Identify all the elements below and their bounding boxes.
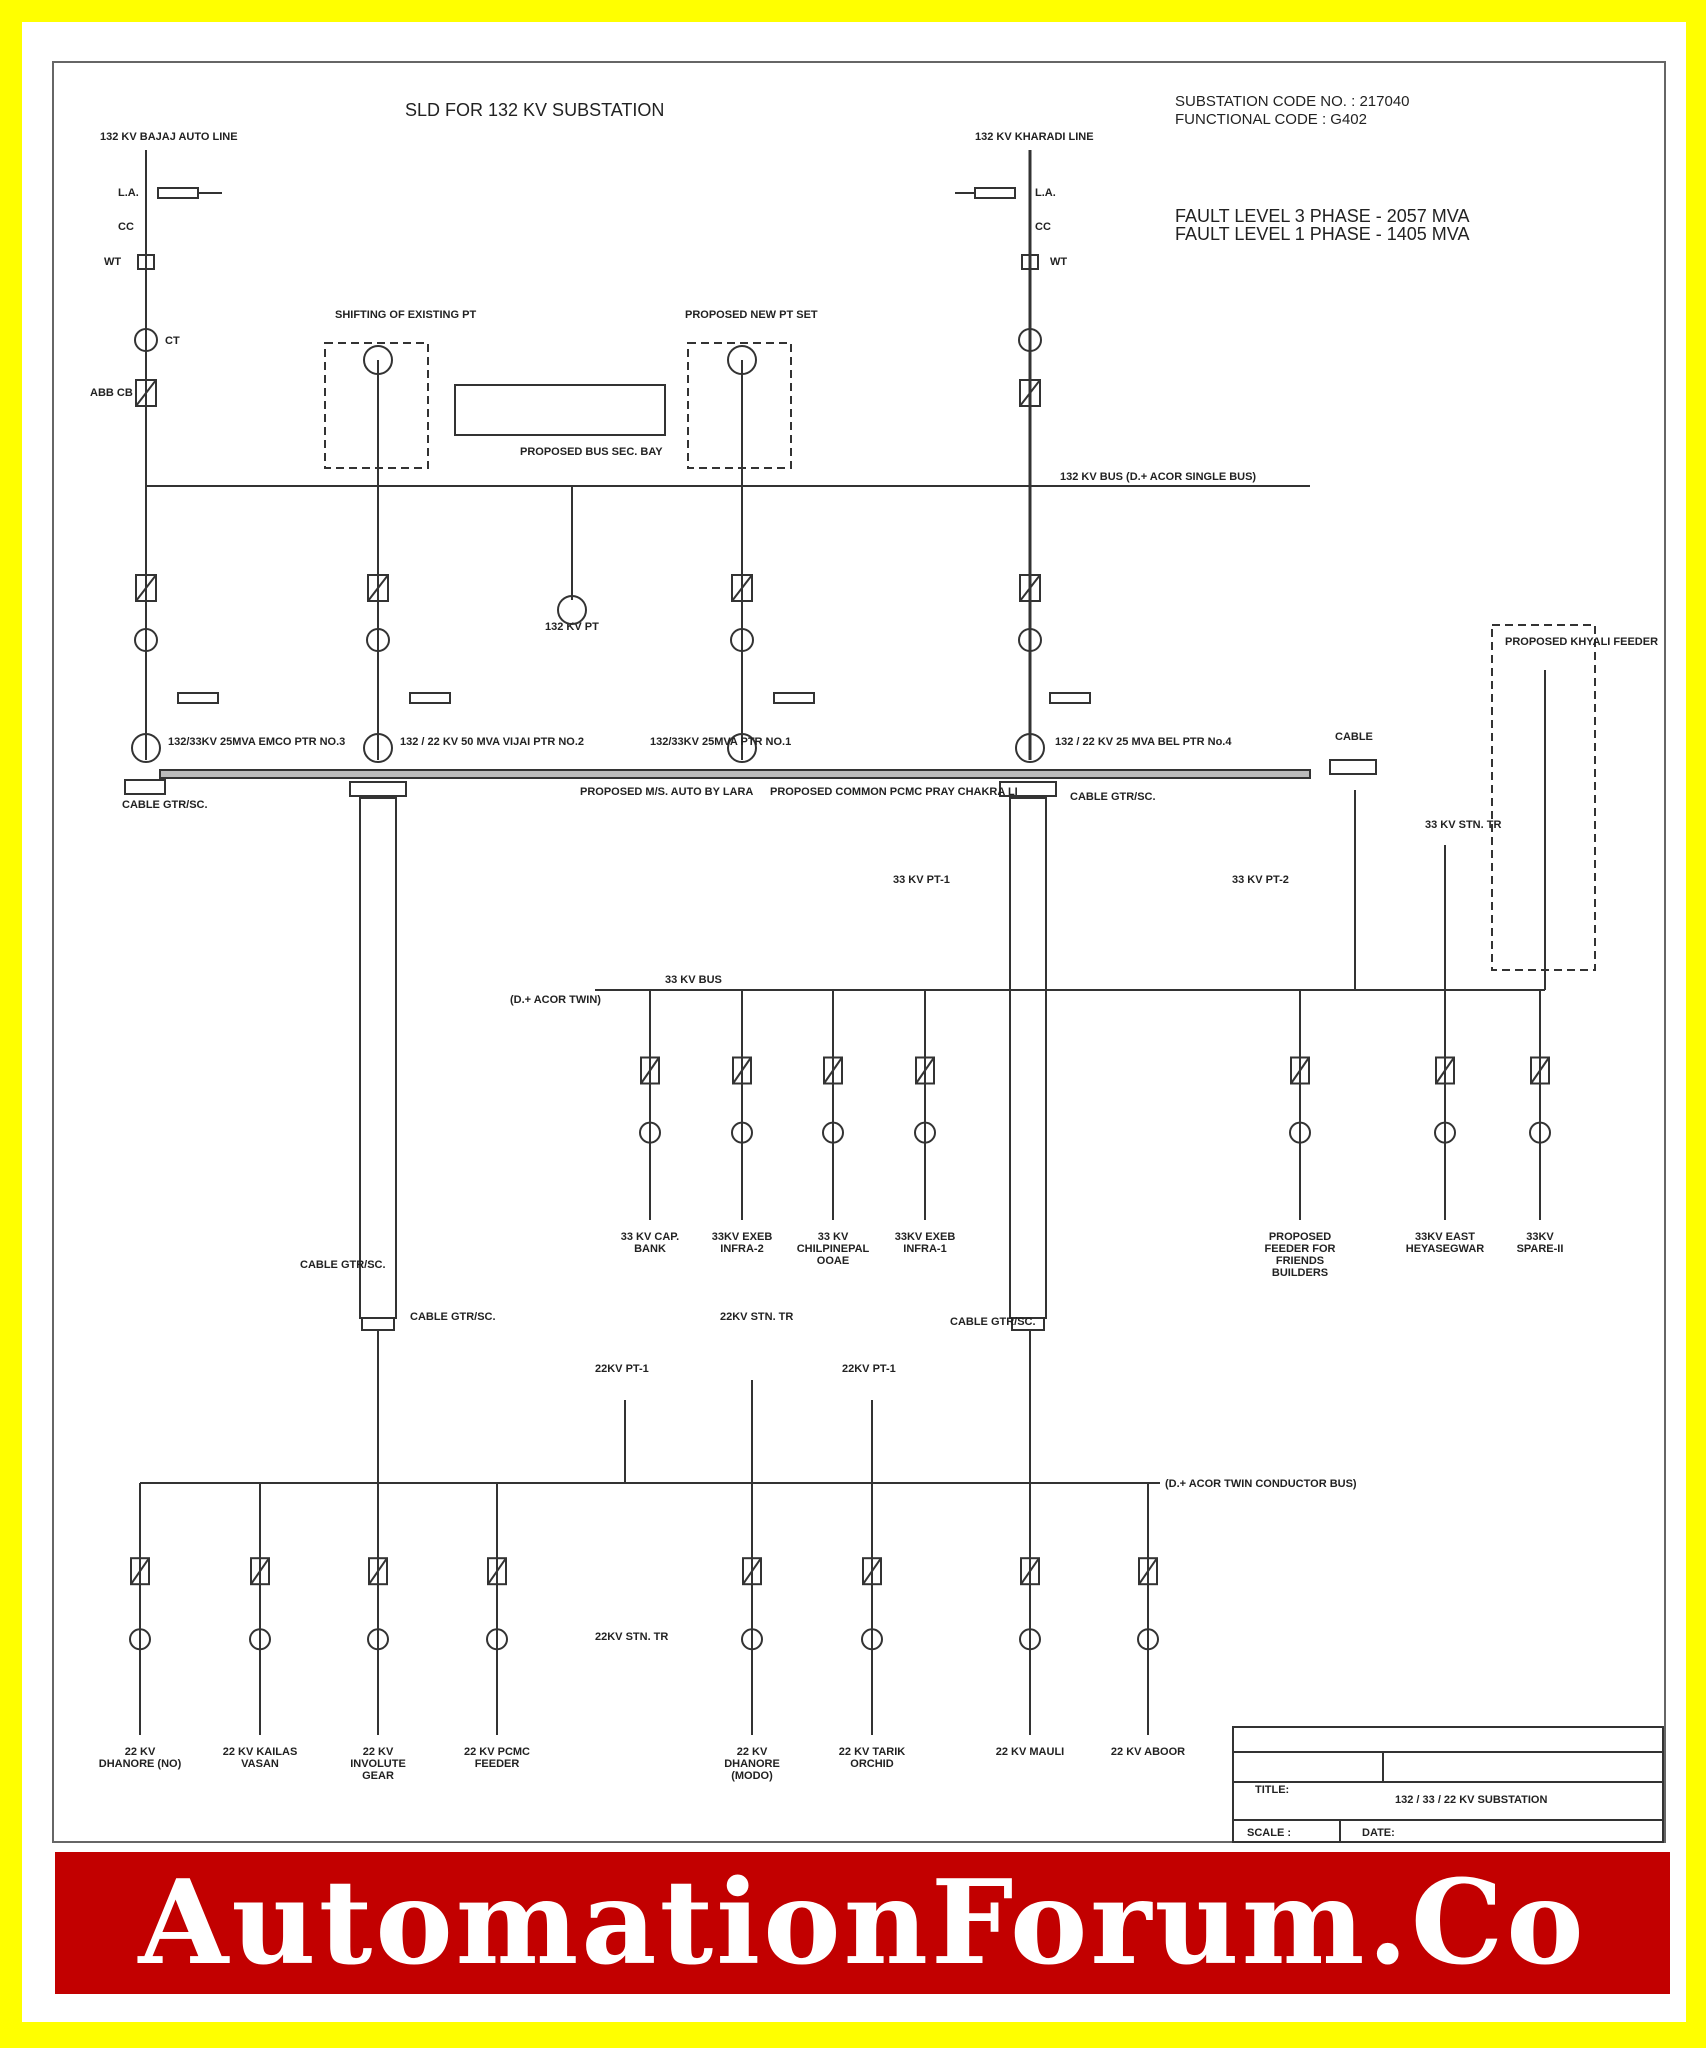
mv-feeder-3 bbox=[914, 990, 936, 1220]
mv-bus-label: 33 KV BUS bbox=[665, 974, 722, 986]
cable-label-4: CABLE GTR/SC. bbox=[300, 1259, 386, 1271]
abb-cb-label-1: ABB CB bbox=[90, 387, 133, 399]
mv-proposed-common-label: PROPOSED COMMON PCMC PRAY CHAKRA LI bbox=[770, 786, 1018, 798]
mv-feeder-0 bbox=[639, 990, 661, 1220]
wt-label-2: WT bbox=[1050, 256, 1067, 268]
transformer-1-label: 132/33KV 25MVA EMCO PTR NO.3 bbox=[168, 736, 345, 748]
lv-feeder-label: 22 KV ABOOR bbox=[1111, 1746, 1185, 1758]
mv-feeder-4 bbox=[1289, 990, 1311, 1220]
lv-bus-type-label: (D.+ ACOR TWIN CONDUCTOR BUS) bbox=[1165, 1478, 1357, 1490]
pt-symbols bbox=[363, 345, 815, 763]
lv-feeder-0 bbox=[129, 1483, 151, 1735]
lv-feeder-7 bbox=[1137, 1483, 1159, 1735]
ct-label-1: CT bbox=[165, 335, 180, 347]
hv-left-equipment bbox=[131, 187, 222, 763]
incomer-right-label: 132 KV KHARADI LINE bbox=[975, 131, 1094, 143]
mv-feeder-6 bbox=[1529, 990, 1551, 1220]
la-label-2: L.A. bbox=[1035, 187, 1056, 199]
mv-feeder-5 bbox=[1434, 990, 1456, 1220]
lv-section bbox=[140, 1330, 1160, 1484]
incomer-left-label: 132 KV BAJAJ AUTO LINE bbox=[100, 131, 238, 143]
lv-feeder-4 bbox=[741, 1483, 763, 1735]
lv-stn-tr-label: 22KV STN. TR bbox=[720, 1311, 793, 1323]
diagram-title: SLD FOR 132 KV SUBSTATION bbox=[405, 100, 664, 120]
cable-label-5: CABLE GTR/SC. bbox=[410, 1311, 496, 1323]
mv-bus-type-label: (D.+ ACOR TWIN) bbox=[510, 994, 601, 1006]
title-block-scale-label: SCALE : bbox=[1247, 1827, 1291, 1839]
mv-feeder-label: 33 KV CAP.BANK bbox=[621, 1231, 680, 1255]
mv-pt2-label: 33 KV PT-2 bbox=[1232, 874, 1289, 886]
fault-level-1ph: FAULT LEVEL 1 PHASE - 1405 MVA bbox=[1175, 224, 1469, 244]
cc-label-1: CC bbox=[118, 221, 134, 233]
mv-proposed-mid-label: PROPOSED M/S. AUTO BY LARA bbox=[580, 786, 753, 798]
hv-right-equipment bbox=[955, 187, 1091, 763]
watermark-banner: AutomationForum.Co bbox=[55, 1852, 1670, 1994]
drawing-sheet bbox=[22, 22, 1686, 2022]
lv-feeder-5 bbox=[861, 1483, 883, 1735]
cable-label-3: CABLE bbox=[1335, 731, 1373, 743]
mv-cable-trench bbox=[159, 769, 1311, 779]
drawing-border bbox=[52, 61, 1666, 1843]
title-block bbox=[1232, 1726, 1664, 1843]
wt-label-1: WT bbox=[104, 256, 121, 268]
la-label-1: L.A. bbox=[118, 187, 139, 199]
title-block-date-label: DATE: bbox=[1362, 1827, 1395, 1839]
transformer-3-label: 132/33KV 25MVA PTR NO.1 bbox=[650, 736, 791, 748]
mv-feeder-1 bbox=[731, 990, 753, 1220]
cable-columns bbox=[124, 759, 1377, 1331]
fault-level-3ph: FAULT LEVEL 3 PHASE - 2057 MVA bbox=[1175, 206, 1469, 226]
mv-stn-tr-label: 33 KV STN. TR bbox=[1425, 819, 1501, 831]
lv-pt2-label: 22KV PT-1 bbox=[842, 1363, 896, 1375]
transformer-2-label: 132 / 22 KV 50 MVA VIJAI PTR NO.2 bbox=[400, 736, 584, 748]
functional-code: FUNCTIONAL CODE : G402 bbox=[1175, 111, 1367, 128]
hv-section bbox=[145, 150, 1596, 971]
lv-stn-tr-label-2: 22KV STN. TR bbox=[595, 1631, 668, 1643]
lv-feeder-1 bbox=[249, 1483, 271, 1735]
hv-bus-label: 132 KV BUS (D.+ ACOR SINGLE BUS) bbox=[1060, 471, 1256, 483]
mv-pt1-label: 33 KV PT-1 bbox=[893, 874, 950, 886]
cable-label-1: CABLE GTR/SC. bbox=[122, 799, 208, 811]
substation-code: SUBSTATION CODE NO. : 217040 bbox=[1175, 93, 1410, 110]
existing-pt-label: SHIFTING OF EXISTING PT bbox=[335, 309, 476, 321]
proposed-pt-label: PROPOSED NEW PT SET bbox=[685, 309, 818, 321]
pt-132-label: 132 KV PT bbox=[545, 621, 599, 633]
title-block-title-value: 132 / 33 / 22 KV SUBSTATION bbox=[1395, 1794, 1547, 1806]
mv-proposed-feeder-label: PROPOSED KHYALI FEEDER bbox=[1505, 636, 1658, 648]
lv-feeder-3 bbox=[486, 1483, 508, 1735]
transformer-4-label: 132 / 22 KV 25 MVA BEL PTR No.4 bbox=[1055, 736, 1232, 748]
mv-feeder-2 bbox=[822, 990, 844, 1220]
banner-text: AutomationForum.Co bbox=[138, 1855, 1587, 1991]
mv-section bbox=[595, 670, 1546, 991]
title-block-title-label: TITLE: bbox=[1255, 1784, 1289, 1796]
cc-label-2: CC bbox=[1035, 221, 1051, 233]
cable-label-6: CABLE GTR/SC. bbox=[950, 1316, 1036, 1328]
lv-pt1-label: 22KV PT-1 bbox=[595, 1363, 649, 1375]
sec-bay-label: PROPOSED BUS SEC. BAY bbox=[520, 446, 663, 458]
lv-feeder-2 bbox=[367, 1483, 389, 1735]
lv-feeder-6 bbox=[1019, 1483, 1041, 1735]
lv-feeder-label: 22 KV MAULI bbox=[996, 1746, 1064, 1758]
cable-label-2: CABLE GTR/SC. bbox=[1070, 791, 1156, 803]
